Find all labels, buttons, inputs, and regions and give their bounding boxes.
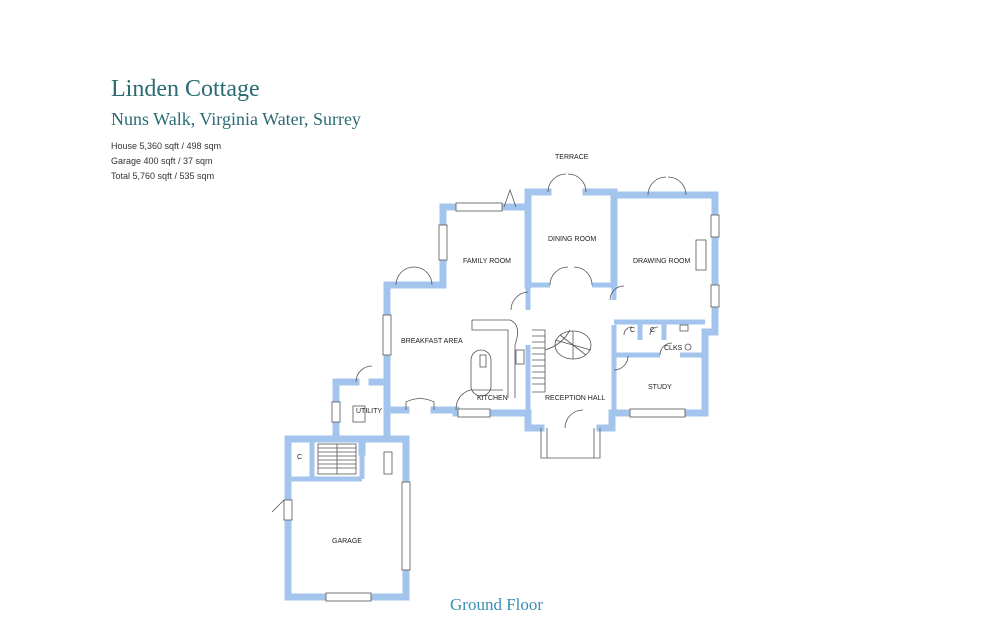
cupboard-label-3: C <box>297 454 302 461</box>
cupboard-label-1: C <box>630 327 635 334</box>
breakfast-area-label: BREAKFAST AREA <box>401 338 463 345</box>
property-address: Nuns Walk, Virginia Water, Surrey <box>111 109 361 129</box>
house-area: House 5,360 sqft / 498 sqm <box>111 141 222 151</box>
floor-label: Ground Floor <box>450 595 544 614</box>
total-area: Total 5,760 sqft / 535 sqm <box>111 171 215 181</box>
cloaks-fittings <box>613 324 692 371</box>
clks-label: CLKS <box>664 345 683 352</box>
terrace-label: TERRACE <box>555 154 589 161</box>
room-labels: TERRACE DINING ROOM FAMILY ROOM DRAWING … <box>297 154 690 545</box>
dining-room-label: DINING ROOM <box>548 236 596 243</box>
cupboard-label-2: C <box>650 327 655 334</box>
kitchen-fittings <box>405 319 525 411</box>
study-label: STUDY <box>648 384 672 391</box>
reception-hall-label: RECEPTION HALL <box>545 395 605 402</box>
area-summary: House 5,360 sqft / 498 sqm Garage 400 sq… <box>111 139 221 184</box>
garage-walls <box>271 435 411 602</box>
reception-stairs <box>532 329 592 393</box>
kitchen-label: KITCHEN <box>477 395 508 402</box>
property-title: Linden Cottage <box>111 76 260 102</box>
garage-stairs <box>317 443 357 475</box>
main-walls <box>383 188 719 443</box>
utility-label: UTILITY <box>356 408 382 415</box>
garage-label: GARAGE <box>332 538 362 545</box>
family-room-label: FAMILY ROOM <box>463 258 511 265</box>
openings <box>382 173 720 459</box>
garage-area: Garage 400 sqft / 37 sqm <box>111 156 213 166</box>
drawing-room-label: DRAWING ROOM <box>633 258 690 265</box>
